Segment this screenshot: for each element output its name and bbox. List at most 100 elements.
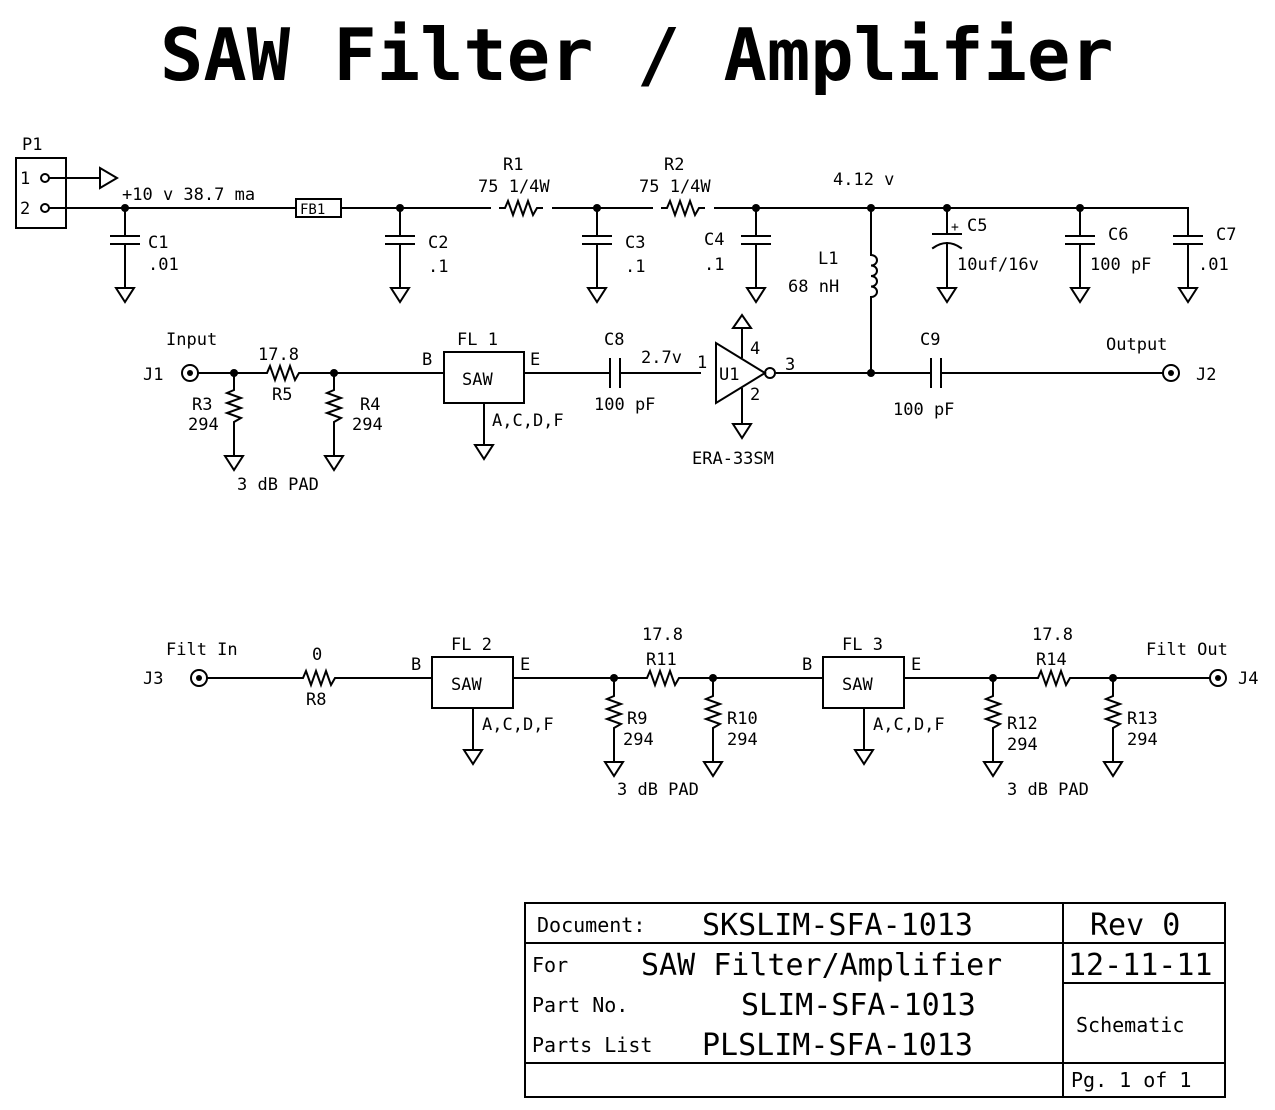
l1-ref: L1 (818, 249, 838, 269)
j1-label: Input (166, 330, 217, 350)
sheet-type: Schematic (1076, 1013, 1184, 1037)
j2-label: Output (1106, 335, 1167, 355)
amplifier-u1: U1 1 2 3 4 ERA-33SM (692, 313, 795, 469)
c8-ref: C8 (604, 330, 624, 350)
page-number: Pg. 1 of 1 (1071, 1068, 1191, 1092)
fl1-gnd-pins: A,C,D,F (492, 411, 564, 431)
capacitor-c5: + C5 10uf/16v (931, 204, 1039, 303)
r9-value: 294 (623, 730, 654, 750)
r10-ref: R10 (727, 709, 758, 729)
r12-value: 294 (1007, 735, 1038, 755)
supply-label: +10 v 38.7 ma (122, 185, 255, 205)
u1-pin2: 2 (750, 385, 760, 405)
r8-value: 0 (312, 645, 322, 665)
r2-ref: R2 (664, 155, 684, 175)
fl2-pin-in: B (411, 655, 421, 675)
r1-value: 75 1/4W (478, 177, 550, 197)
resistor-r12: R12 294 (983, 674, 1038, 777)
j4-label: Filt Out (1146, 640, 1228, 660)
r5-value: 17.8 (258, 345, 299, 365)
capacitor-c6: C6 100 pF (1065, 204, 1151, 303)
resistor-r11: 17.8 R11 (641, 625, 685, 686)
fl3-pin-out: E (911, 655, 921, 675)
r11-value: 17.8 (642, 625, 683, 645)
c5-ref: C5 (967, 216, 987, 236)
c4-value: .1 (704, 255, 724, 275)
for-label: For (532, 953, 568, 977)
schematic-title: SAW Filter / Amplifier (160, 13, 1114, 97)
parts-list-number: PLSLIM-SFA-1013 (702, 1028, 973, 1063)
capacitor-c2: C2 .1 (385, 204, 448, 303)
revision: Rev 0 (1090, 908, 1180, 943)
j3-ref: J3 (143, 669, 163, 689)
resistor-r4: R4 294 (324, 369, 383, 471)
c3-ref: C3 (625, 233, 645, 253)
u1-ref: U1 (719, 365, 739, 385)
c2-ref: C2 (428, 233, 448, 253)
part-no-label: Part No. (532, 993, 628, 1017)
document-label: Document: (537, 913, 645, 937)
r4-ref: R4 (360, 395, 380, 415)
r8-ref: R8 (306, 690, 326, 710)
c9-value: 100 pF (893, 400, 954, 420)
fl3-pin-in: B (802, 655, 812, 675)
r3-value: 294 (188, 415, 219, 435)
u1-part-number: ERA-33SM (692, 449, 774, 469)
c4-ref: C4 (704, 230, 724, 250)
resistor-r1: R1 75 1/4W (478, 155, 550, 216)
capacitor-c1: C1 .01 (110, 204, 179, 303)
r1-ref: R1 (503, 155, 523, 175)
c5-polarity: + (951, 220, 959, 235)
document-number: SKSLIM-SFA-1013 (702, 908, 973, 943)
resistor-r9: R9 294 (604, 674, 654, 777)
fl1-body: SAW (462, 370, 493, 390)
jack-j1: J1 Input (143, 330, 217, 385)
c7-value: .01 (1198, 255, 1229, 275)
jack-j4: J4 Filt Out (1146, 640, 1258, 689)
j2-ref: J2 (1196, 365, 1216, 385)
node-voltage-label: 4.12 v (833, 170, 894, 190)
r3-ref: R3 (192, 395, 212, 415)
capacitor-c8: C8 100 pF 2.7v (594, 330, 682, 415)
c7-ref: C7 (1216, 225, 1236, 245)
capacitor-c9: C9 100 pF (893, 330, 954, 420)
resistor-r13: R13 294 (1103, 674, 1158, 777)
r5-ref: R5 (272, 385, 292, 405)
p1-ref: P1 (22, 135, 42, 155)
fl3-gnd-pins: A,C,D,F (873, 715, 945, 735)
j3-label: Filt In (166, 640, 238, 660)
r9-ref: R9 (627, 709, 647, 729)
resistor-r10: R10 294 (703, 674, 758, 777)
ferrite-bead-fb1: FB1 (295, 198, 342, 218)
c9-ref: C9 (920, 330, 940, 350)
c1-value: .01 (148, 255, 179, 275)
resistor-r3: R3 294 (188, 369, 244, 471)
c8-value: 100 pF (594, 395, 655, 415)
c6-value: 100 pF (1090, 255, 1151, 275)
c1-ref: C1 (148, 233, 168, 253)
resistor-r2: R2 75 1/4W (639, 155, 711, 216)
parts-list-label: Parts List (532, 1033, 652, 1057)
u1-pin4: 4 (750, 339, 760, 359)
r2-value: 75 1/4W (639, 177, 711, 197)
inductor-l1: L1 68 nH (788, 204, 878, 374)
u1-pin1: 1 (697, 353, 707, 373)
pad3-label: 3 dB PAD (1007, 780, 1089, 800)
resistor-r5: 17.8 R5 (258, 345, 305, 405)
pad1-label: 3 dB PAD (237, 475, 319, 495)
j4-ref: J4 (1238, 669, 1258, 689)
r13-value: 294 (1127, 730, 1158, 750)
r14-value: 17.8 (1032, 625, 1073, 645)
fb1-ref: FB1 (300, 202, 325, 218)
c5-value: 10uf/16v (957, 255, 1039, 275)
resistor-r14: 17.8 R14 (1032, 625, 1076, 686)
fl1-ref: FL 1 (457, 330, 498, 350)
p1-pin2: 2 (20, 199, 30, 219)
fl1-pin-out: E (530, 350, 540, 370)
fl3-body: SAW (842, 675, 873, 695)
c3-value: .1 (625, 257, 645, 277)
fl2-ref: FL 2 (451, 635, 492, 655)
u1-pin3: 3 (785, 355, 795, 375)
capacitor-c3: C3 .1 (582, 204, 645, 303)
